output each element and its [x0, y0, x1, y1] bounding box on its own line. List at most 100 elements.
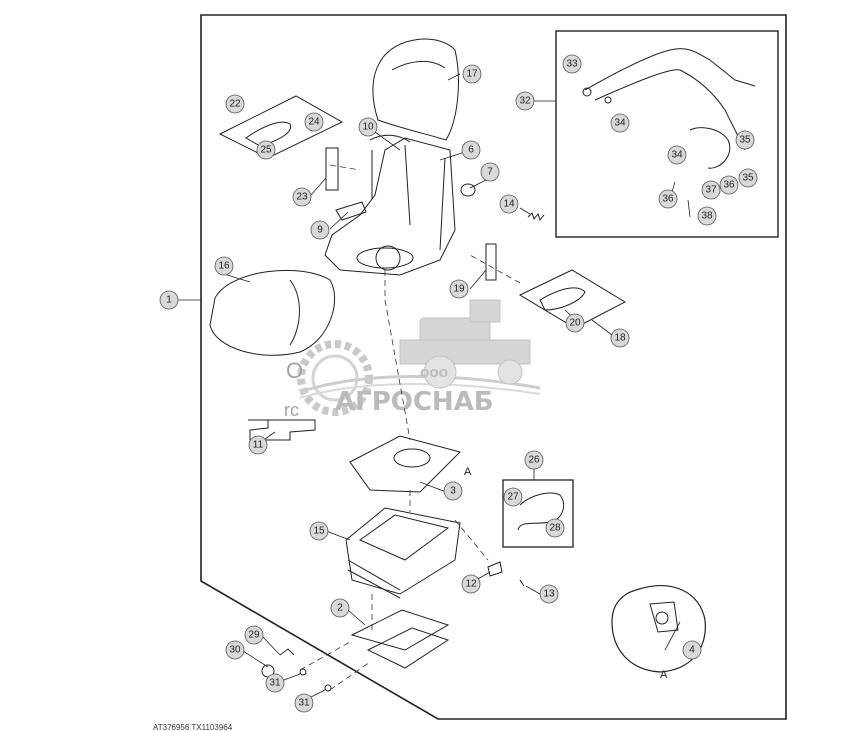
watermark-company-name: АГРОСНАБ: [335, 387, 494, 417]
callout-number: 29: [248, 630, 260, 641]
callout-bubble: [524, 450, 544, 470]
callout-number: 34: [614, 118, 626, 129]
callout-c16: 16: [214, 256, 234, 276]
callout-bubble: [309, 521, 329, 541]
callout-number: 26: [528, 455, 540, 466]
callout-number: 30: [229, 645, 241, 656]
callout-number: 11: [253, 440, 264, 451]
callout-bubble: [256, 140, 276, 160]
callout-number: 24: [308, 117, 320, 128]
callout-number: 36: [723, 180, 735, 191]
callout-number: 3: [450, 486, 456, 497]
callout-bubble: [610, 328, 630, 348]
main-assembly-frame: [200, 14, 787, 720]
callout-bubble: [292, 187, 312, 207]
callout-number: 36: [662, 194, 674, 205]
callout-c29: 29: [244, 625, 264, 645]
callout-bubble: [358, 117, 378, 137]
callout-c37: 37: [701, 180, 721, 200]
view-label-a: A: [464, 466, 472, 478]
callout-number: 27: [507, 492, 519, 503]
document-id: AT376956 TX1103964: [153, 723, 233, 731]
alignment-lines: [299, 164, 521, 691]
callout-c25: 25: [256, 140, 276, 160]
callout-c13: 13: [539, 584, 559, 604]
callout-c22: 22: [225, 94, 245, 114]
callout-c33: 33: [562, 54, 582, 74]
callout-bubble: [562, 54, 582, 74]
callout-bubble: [462, 64, 482, 84]
callout-c6: 6: [461, 140, 481, 160]
bracket: [325, 147, 339, 191]
callout-c1: 1: [159, 290, 179, 310]
callout-number: 6: [468, 145, 474, 156]
callout-bubble: [265, 673, 285, 693]
callout-c14: 14: [499, 194, 519, 214]
callout-c12: 12: [461, 574, 481, 594]
watermark-prefix: ООО: [420, 367, 448, 380]
callout-c2: 2: [330, 598, 350, 618]
callout-c30: 30: [225, 640, 245, 660]
callout-bubble: [515, 91, 535, 111]
callout-number: 22: [229, 99, 241, 110]
callout-number: 18: [614, 333, 626, 344]
callout-bubble: [697, 206, 717, 226]
callout-bubble: [735, 130, 755, 150]
callout-c36b: 36: [719, 175, 739, 195]
callout-group: 1234679101112131415161718192022232425262…: [159, 54, 758, 713]
callout-c31b: 31: [294, 693, 314, 713]
callout-number: 14: [503, 199, 515, 210]
callout-bubble: [610, 113, 630, 133]
callout-bubble: [330, 598, 350, 618]
callout-number: 32: [519, 96, 531, 107]
callout-number: 25: [260, 145, 272, 156]
callout-bubble: [449, 279, 469, 299]
callout-bubble: [539, 584, 559, 604]
callout-number: 9: [317, 225, 323, 236]
seat-cushion: [209, 269, 335, 356]
callout-c38: 38: [697, 206, 717, 226]
callout-bubble: [461, 140, 481, 160]
callout-number: 12: [465, 579, 477, 590]
callout-number: 35: [742, 173, 754, 184]
callout-c35b: 35: [738, 168, 758, 188]
callout-c20: 20: [565, 313, 585, 333]
callout-c31a: 31: [265, 673, 285, 693]
callout-bubble: [310, 220, 330, 240]
callout-c35a: 35: [735, 130, 755, 150]
callout-c15: 15: [309, 521, 329, 541]
callout-number: 1: [166, 295, 172, 306]
callout-bubble: [443, 481, 463, 501]
callout-number: 10: [362, 122, 374, 133]
callout-number: 17: [466, 69, 478, 80]
callout-number: 37: [705, 185, 717, 196]
callout-number: 16: [218, 261, 230, 272]
callout-number: 2: [337, 603, 343, 614]
callout-c7: 7: [480, 162, 500, 182]
callout-number: 4: [689, 645, 695, 656]
callout-c34a: 34: [610, 113, 630, 133]
swivel-plate: [349, 435, 461, 493]
callout-number: 31: [298, 698, 310, 709]
callout-c24: 24: [304, 112, 324, 132]
callout-number: 33: [566, 59, 578, 70]
callout-c19: 19: [449, 279, 469, 299]
callout-bubble: [159, 290, 179, 310]
watermark-fragment: О: [286, 358, 303, 383]
callout-bubble: [499, 194, 519, 214]
callout-number: 35: [739, 135, 751, 146]
callout-number: 7: [487, 167, 493, 178]
detail-view-label-a: A: [660, 669, 668, 681]
detail-frame-22: [218, 95, 344, 159]
callout-bubble: [565, 313, 585, 333]
callout-number: 34: [671, 150, 683, 161]
parts-drawing: [209, 38, 756, 692]
callout-c32: 32: [515, 91, 535, 111]
seat-back-frame: [324, 137, 456, 276]
callout-bubble: [480, 162, 500, 182]
callout-bubble: [738, 168, 758, 188]
callout-c34b: 34: [667, 145, 687, 165]
callout-number: 38: [701, 211, 713, 222]
